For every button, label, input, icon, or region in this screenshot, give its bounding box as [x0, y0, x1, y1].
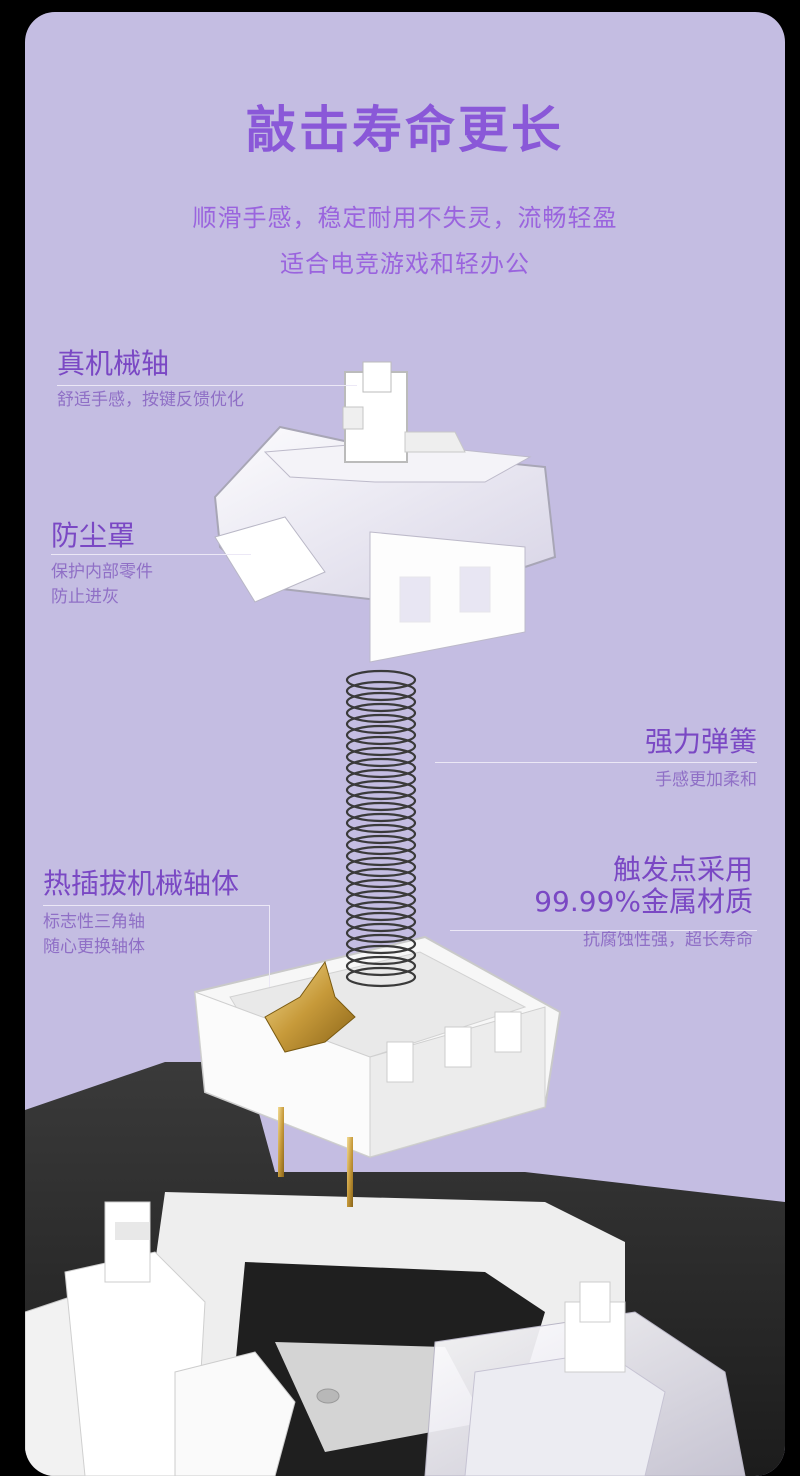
- spring-coil: [345, 955, 417, 977]
- switch-exploded-illustration: [25, 361, 785, 1476]
- spring-coil: [345, 856, 417, 878]
- callout-spring-title: 强力弹簧: [644, 725, 757, 758]
- callout-stem: 真机械轴 舒适手感，按键反馈优化: [57, 347, 244, 413]
- callout-spring-line: [435, 762, 757, 763]
- spring-coil: [345, 669, 417, 691]
- spring-coil: [345, 900, 417, 922]
- spring-coil: [345, 757, 417, 779]
- callout-stem-line: [57, 385, 357, 386]
- spring-coil: [345, 878, 417, 900]
- switch-bottom-left: [25, 1201, 296, 1476]
- callout-spring: 强力弹簧 手感更加柔和: [644, 725, 757, 793]
- spring-coil: [345, 790, 417, 812]
- callout-contacts: 触发点采用 99.99%金属材质 抗腐蚀性强，超长寿命: [534, 853, 753, 953]
- callout-dust-cover-title: 防尘罩: [51, 519, 136, 552]
- spring-coil: [345, 911, 417, 933]
- spring-coil: [345, 735, 417, 757]
- page-title: 敲击寿命更长: [246, 101, 564, 159]
- spring-coil: [345, 933, 417, 955]
- spring: [345, 669, 417, 988]
- switch-top-cover: [213, 361, 557, 663]
- spring-coil: [345, 944, 417, 966]
- callout-dust-cover: 防尘罩 保护内部零件 防止进灰: [51, 519, 153, 609]
- callout-hot-swap-desc-1: 标志性三角轴: [43, 912, 145, 933]
- spring-coil: [345, 746, 417, 768]
- callout-hot-swap-title: 热插拔机械轴体: [43, 867, 240, 900]
- spring-coil: [345, 691, 417, 713]
- callout-contacts-desc: 抗腐蚀性强，超长寿命: [583, 930, 753, 951]
- spring-coil: [345, 966, 417, 988]
- dust-cover-tab: [214, 516, 326, 603]
- callout-dust-cover-line: [51, 554, 251, 555]
- callout-spring-desc: 手感更加柔和: [655, 770, 757, 791]
- callout-hot-swap-line: [43, 905, 269, 906]
- switch-bottom-right: [424, 1281, 746, 1476]
- callout-contacts-title-1: 触发点采用: [612, 853, 753, 886]
- callout-stem-desc: 舒适手感，按键反馈优化: [57, 390, 244, 411]
- callout-dust-cover-desc-1: 保护内部零件: [51, 562, 153, 583]
- spring-coil: [345, 834, 417, 856]
- callout-hot-swap-vline: [269, 905, 270, 987]
- spring-coil: [345, 680, 417, 702]
- product-card: 敲击寿命更长 顺滑手感，稳定耐用不失灵，流畅轻盈 适合电竞游戏和轻办公 真机械轴…: [25, 12, 785, 1476]
- spring-coil: [345, 889, 417, 911]
- callout-hot-swap: 热插拔机械轴体 标志性三角轴 随心更换轴体: [43, 867, 240, 959]
- callout-contacts-title-2: 99.99%金属材质: [534, 885, 753, 919]
- spring-coil: [345, 867, 417, 889]
- switch-housing: [193, 935, 562, 1207]
- spring-coil: [345, 812, 417, 834]
- spring-coil: [345, 823, 417, 845]
- callout-stem-title: 真机械轴: [57, 347, 170, 380]
- spring-coil: [345, 713, 417, 735]
- spring-coil: [345, 702, 417, 724]
- callout-contacts-line: [450, 930, 757, 931]
- callout-hot-swap-desc-2: 随心更换轴体: [43, 936, 145, 957]
- spring-coil: [345, 779, 417, 801]
- callout-dust-cover-desc-2: 防止进灰: [51, 586, 119, 607]
- subtitle-line-1: 顺滑手感，稳定耐用不失灵，流畅轻盈: [192, 204, 618, 232]
- spring-coil: [345, 845, 417, 867]
- spring-coil: [345, 724, 417, 746]
- subtitle-line-2: 适合电竞游戏和轻办公: [280, 250, 530, 278]
- spring-coil: [345, 922, 417, 944]
- spring-coil: [345, 801, 417, 823]
- spring-coil: [345, 768, 417, 790]
